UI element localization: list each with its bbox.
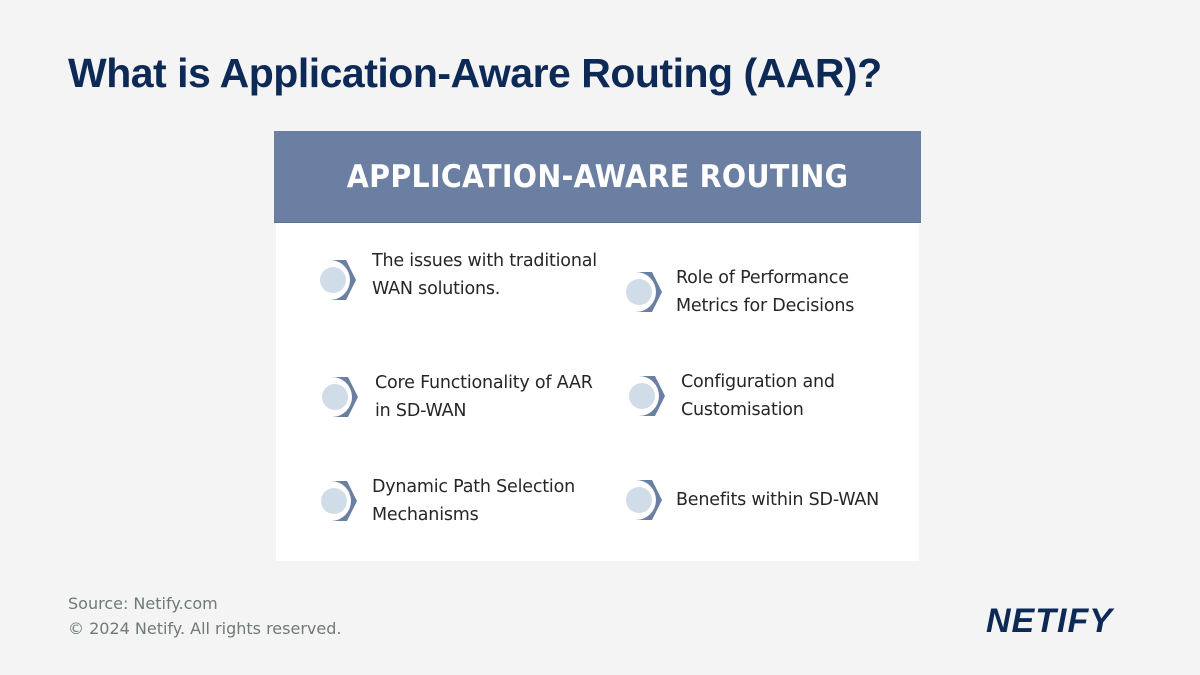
item-line: Role of Performance (676, 268, 849, 288)
item-line: Core Functionality of AAR (375, 373, 593, 393)
list-item: Role of Performance Metrics for Decision… (624, 264, 854, 320)
card-body: The issues with traditional WAN solution… (276, 223, 919, 561)
item-line: Metrics for Decisions (676, 296, 855, 316)
bullet-chevron-circle-icon (320, 481, 357, 521)
bullet-chevron-circle-icon (625, 480, 662, 520)
source-text: Source: Netify.com (68, 594, 218, 613)
item-label: Configuration and Customisation (681, 368, 835, 424)
item-label: Benefits within SD-WAN (676, 486, 879, 514)
item-line: in SD-WAN (375, 401, 467, 421)
bullet-chevron-circle-icon (319, 260, 356, 300)
item-label: The issues with traditional WAN solution… (372, 247, 597, 303)
item-line: Configuration and (681, 372, 835, 392)
item-label: Core Functionality of AAR in SD-WAN (375, 369, 593, 425)
item-label: Dynamic Path Selection Mechanisms (372, 473, 575, 529)
list-item: The issues with traditional WAN solution… (318, 251, 597, 303)
bullet-chevron-circle-icon (625, 272, 662, 312)
list-item: Benefits within SD-WAN (624, 478, 879, 522)
list-item: Configuration and Customisation (627, 368, 835, 424)
item-line: The issues with traditional (372, 251, 597, 271)
item-label: Role of Performance Metrics for Decision… (676, 264, 854, 320)
list-item: Core Functionality of AAR in SD-WAN (320, 369, 593, 425)
item-line: Benefits within SD-WAN (676, 490, 880, 510)
netify-logo: NETIFY (986, 602, 1113, 640)
copyright-text: © 2024 Netify. All rights reserved. (68, 619, 342, 638)
item-line: Customisation (681, 400, 804, 420)
list-item: Dynamic Path Selection Mechanisms (319, 473, 575, 529)
bullet-chevron-circle-icon (628, 376, 665, 416)
item-line: Mechanisms (372, 505, 479, 525)
card-header-label: APPLICATION-AWARE ROUTING (346, 158, 849, 195)
item-line: WAN solutions. (372, 279, 501, 299)
card-header: APPLICATION-AWARE ROUTING (274, 131, 921, 223)
bullet-chevron-circle-icon (321, 377, 358, 417)
page-title: What is Application-Aware Routing (AAR)? (68, 50, 882, 96)
item-line: Dynamic Path Selection (372, 477, 575, 497)
